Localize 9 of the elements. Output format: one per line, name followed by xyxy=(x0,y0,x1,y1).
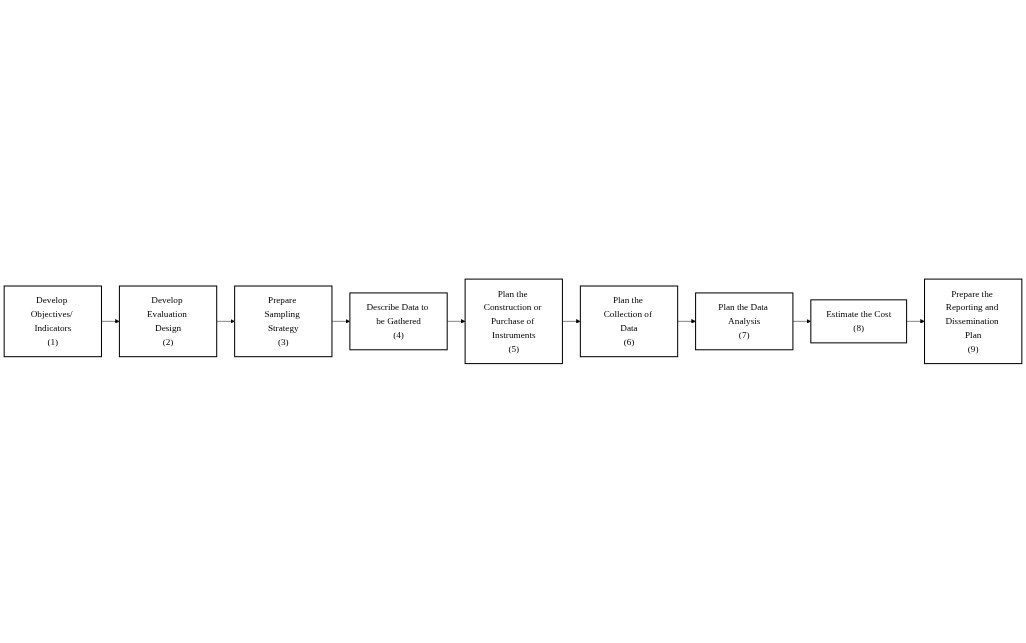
node-box: Plan the Collection of Data (6) xyxy=(579,285,679,358)
node-box: Prepare the Reporting and Dissemination Plan (9) xyxy=(924,278,1023,365)
node-box: Plan the Construction or Purchase of Instruments (5) xyxy=(464,278,563,365)
node-box: Estimate the Cost (8) xyxy=(810,299,908,344)
node-box: Prepare Sampling Strategy (3) xyxy=(234,285,333,358)
node-box: Describe Data to be Gathered (4) xyxy=(349,292,448,351)
node-box: Plan the Data Analysis (7) xyxy=(695,292,794,351)
node-box: Develop Evaluation Design (2) xyxy=(118,285,218,358)
node-box: Develop Objectives/ Indicators (1) xyxy=(3,285,102,358)
